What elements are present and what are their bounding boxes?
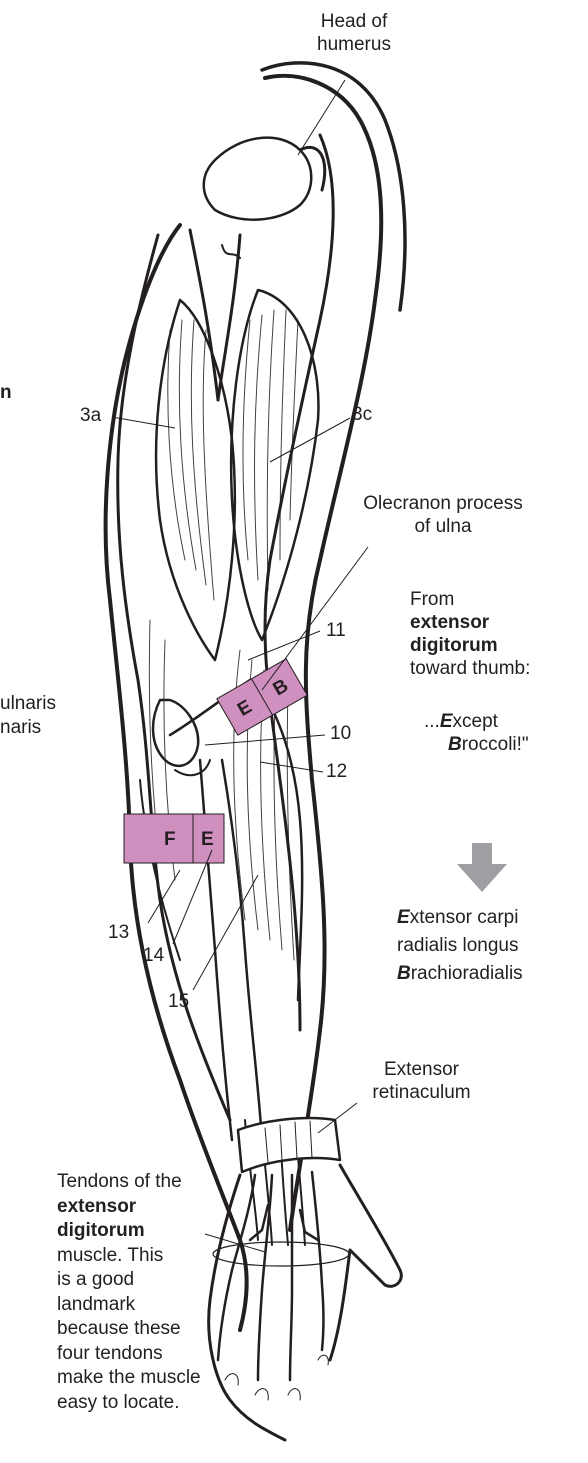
number-3c: 3c <box>352 404 372 426</box>
down-arrow-icon <box>457 843 507 892</box>
arm-outline-right <box>265 76 381 1230</box>
muscle-3a <box>156 300 235 660</box>
label-olecranon-process: Olecranon process of ulna <box>318 492 568 538</box>
label-extensor-retinaculum: Extensor retinaculum <box>355 1058 488 1104</box>
band-letter-e-lower: E <box>201 829 214 850</box>
mnemonic-phrase: ...Except Broccoli!" <box>424 710 588 756</box>
tendons-note: Tendons of the extensor digitorum muscle… <box>57 1170 227 1415</box>
label-partial-left-3: naris <box>0 716 41 739</box>
band-letter-f: F <box>164 829 176 850</box>
number-13: 13 <box>108 922 129 944</box>
extensor-retinaculum <box>238 1118 340 1172</box>
label-head-of-humerus: Head of humerus <box>308 10 400 56</box>
humerus-head <box>204 138 312 220</box>
upper-label-band: E B <box>217 659 307 735</box>
number-3a: 3a <box>80 405 101 427</box>
lower-label-band: F E <box>124 814 224 863</box>
hand-outline <box>209 1165 402 1440</box>
number-15: 15 <box>168 991 189 1013</box>
number-10: 10 <box>330 723 351 745</box>
number-11: 11 <box>326 620 346 642</box>
number-14: 14 <box>143 945 164 967</box>
mnemonic-result: Extensor carpi radialis longus Brachiora… <box>397 904 588 988</box>
mnemonic-intro: From extensor digitorum toward thumb: <box>410 588 588 680</box>
muscle-3c <box>231 290 318 640</box>
number-12: 12 <box>326 761 347 783</box>
label-partial-left-2: ulnaris <box>0 692 56 715</box>
label-partial-left-1: n <box>0 381 12 404</box>
tendon-landmark-ellipse <box>213 1242 349 1266</box>
